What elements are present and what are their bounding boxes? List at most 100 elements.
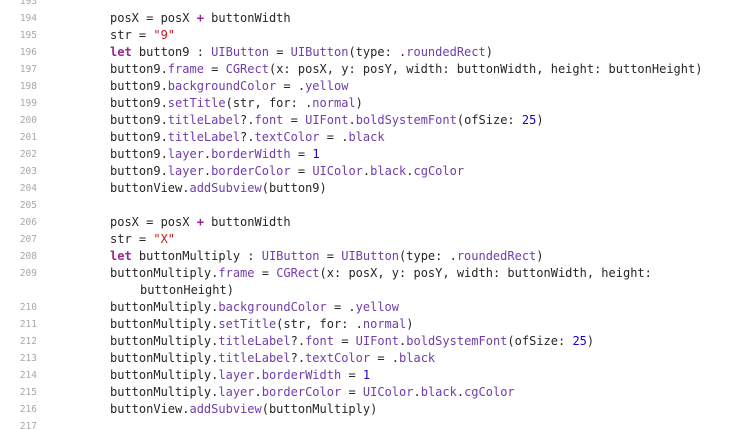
code-line[interactable]: 210 buttonMultiply.backgroundColor = .yel…	[0, 299, 732, 316]
code-token: button9.	[110, 79, 168, 93]
line-number: 210	[19, 302, 37, 313]
code-line[interactable]: 208 let buttonMultiply : UIButton = UIBut…	[0, 248, 732, 265]
line-number: 215	[19, 387, 37, 398]
code-token: buttonWidth	[203, 215, 291, 229]
code-token: (ofSize:	[456, 113, 522, 127]
code-token: borderColor	[261, 385, 342, 399]
code-token: ?.	[240, 130, 255, 144]
code-token: UIButton	[341, 249, 400, 263]
line-number: 194	[19, 13, 37, 24]
code-token: setTitle	[218, 317, 277, 331]
line-number: 217	[19, 421, 37, 430]
line-number: 208	[19, 251, 37, 262]
code-token: )	[536, 249, 544, 263]
code-token: titleLabel	[218, 334, 291, 348]
code-line[interactable]: 217	[0, 418, 732, 430]
line-number: 204	[19, 183, 37, 194]
code-token: normal	[362, 317, 407, 331]
code-token: =	[319, 249, 342, 263]
code-token: black	[348, 130, 385, 144]
code-text: buttonMultiply.frame = CGRect(x: posX, y…	[110, 265, 652, 282]
code-text: buttonView.addSubview(buttonMultiply)	[110, 401, 377, 418]
code-token: backgroundColor	[218, 300, 327, 314]
code-token: =	[203, 62, 226, 76]
code-token: .	[456, 385, 465, 399]
code-token: black	[370, 164, 407, 178]
line-number: 203	[19, 166, 37, 177]
code-token: borderWidth	[261, 368, 342, 382]
code-text: button9.titleLabel?.textColor = .black	[110, 129, 385, 146]
code-token: boldSystemFont	[355, 113, 457, 127]
code-token: str =	[110, 232, 154, 246]
line-number: 212	[19, 336, 37, 347]
code-token: boldSystemFont	[406, 334, 508, 348]
code-token: .	[203, 147, 212, 161]
code-token: "9"	[153, 28, 176, 42]
code-token: .	[406, 164, 414, 178]
code-token: +	[196, 215, 204, 229]
code-token: button9.	[110, 130, 168, 144]
code-token: black	[399, 351, 436, 365]
code-line[interactable]: 195 str = "9"	[0, 27, 732, 44]
code-token: UIFont	[305, 113, 349, 127]
line-number: 196	[19, 47, 37, 58]
code-token: roundedRect	[406, 45, 486, 59]
code-token: borderWidth	[211, 147, 291, 161]
code-token: buttonHeight)	[140, 283, 234, 297]
code-line[interactable]: 194 posX = posX + buttonWidth	[0, 10, 732, 27]
code-token: =	[290, 164, 313, 178]
code-line[interactable]: buttonHeight)	[0, 282, 732, 299]
code-line[interactable]: 205	[0, 197, 732, 214]
line-number: 193	[19, 0, 37, 7]
code-text: let buttonMultiply : UIButton = UIButton…	[110, 248, 544, 265]
code-text: buttonMultiply.backgroundColor = .yellow	[110, 299, 399, 316]
code-text: let button9 : UIButton = UIButton(type: …	[110, 44, 493, 61]
code-token: button9.	[110, 164, 168, 178]
line-number: 207	[19, 234, 37, 245]
code-token: button9.	[110, 96, 168, 110]
code-line[interactable]: 193	[0, 0, 732, 10]
code-token: layer	[218, 368, 255, 382]
code-text: button9.titleLabel?.font = UIFont.boldSy…	[110, 112, 544, 129]
code-token: = .	[326, 300, 356, 314]
code-text: posX = posX + buttonWidth	[110, 214, 291, 231]
code-text: button9.setTitle(str, for: .normal)	[110, 95, 363, 112]
code-token: yellow	[305, 79, 349, 93]
code-text: posX = posX + buttonWidth	[110, 10, 291, 27]
code-token: =	[290, 147, 313, 161]
code-token: textColor	[254, 130, 320, 144]
code-text: button9.layer.borderWidth = 1	[110, 146, 320, 163]
code-line[interactable]: 203 button9.layer.borderColor = UIColor.b…	[0, 163, 732, 180]
code-token: str =	[110, 28, 154, 42]
code-token: let	[110, 249, 132, 263]
line-number: 195	[19, 30, 37, 41]
code-token: +	[196, 11, 204, 25]
code-token: UIColor	[312, 164, 363, 178]
code-text: button9.layer.borderColor = UIColor.blac…	[110, 163, 464, 180]
code-token: (button9)	[261, 181, 327, 195]
code-token: = .	[276, 79, 306, 93]
code-token: titleLabel	[167, 113, 241, 127]
code-token: (buttonMultiply)	[261, 402, 378, 416]
code-token: .	[413, 385, 421, 399]
code-token: (ofSize:	[507, 334, 573, 348]
code-line[interactable]: 196 let button9 : UIButton = UIButton(typ…	[0, 44, 732, 61]
code-token: layer	[218, 385, 255, 399]
